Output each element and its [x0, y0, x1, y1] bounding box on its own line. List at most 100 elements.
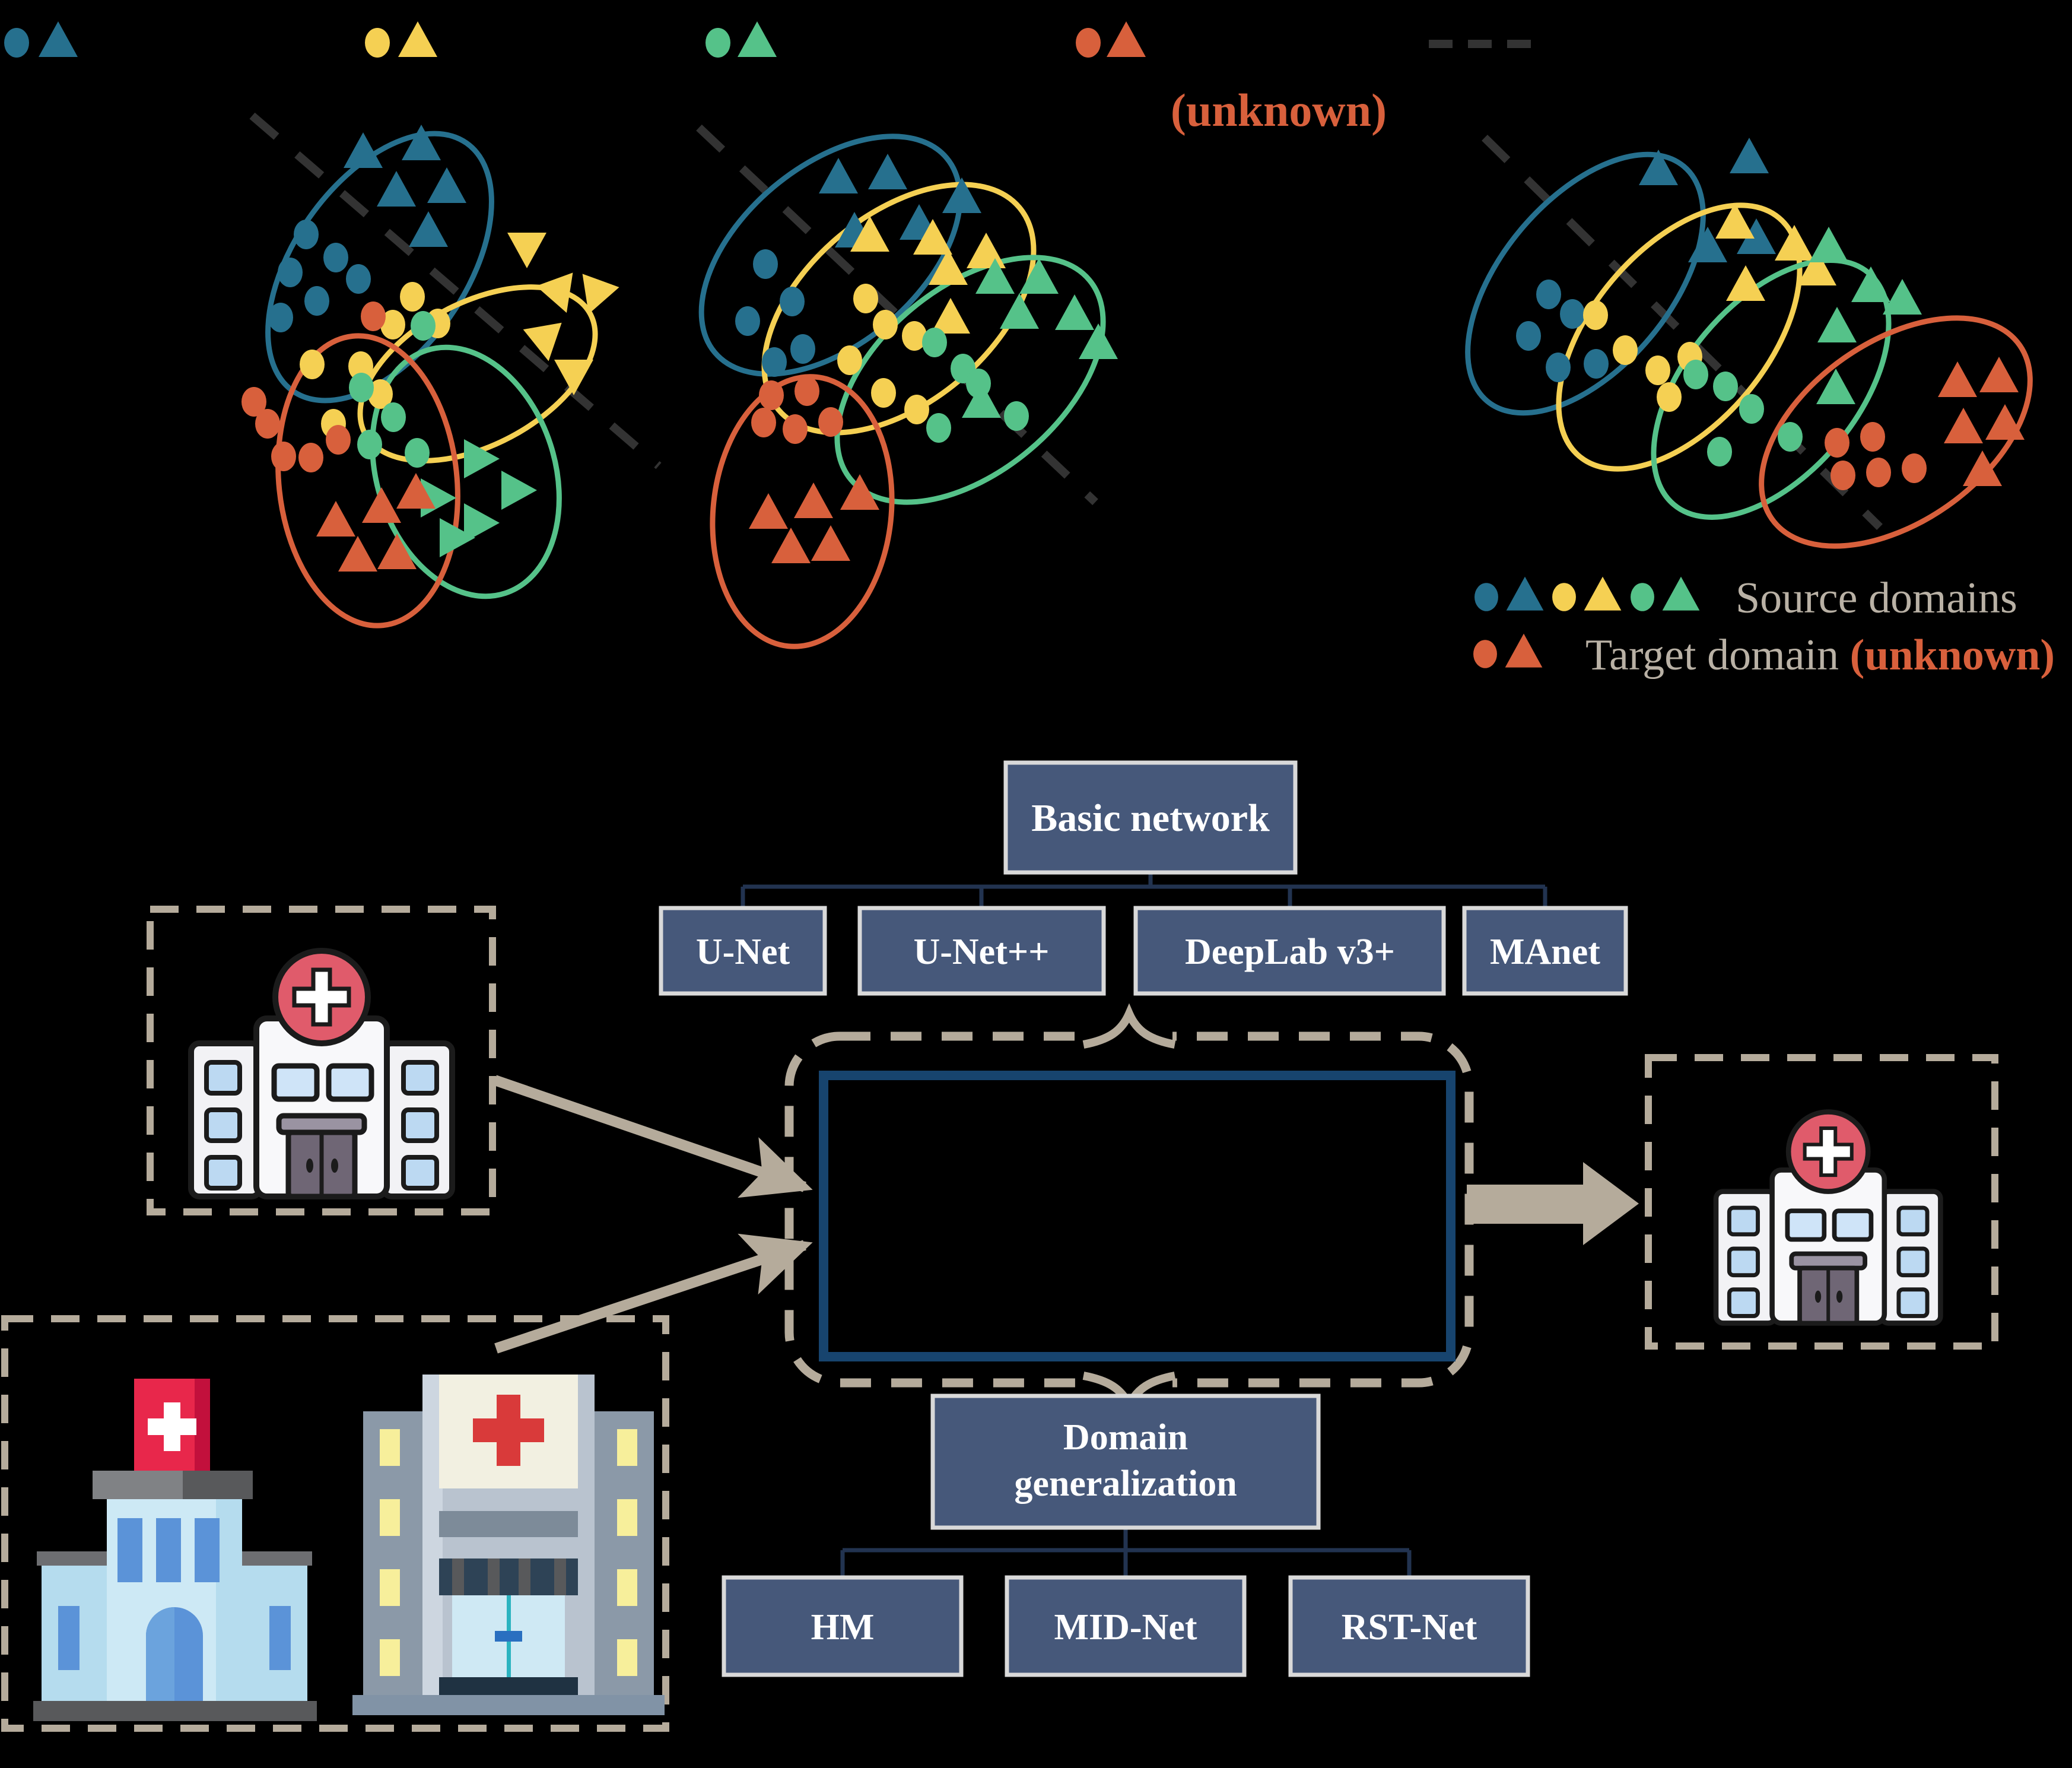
scatter-dot-marker [1004, 401, 1029, 431]
scatter-triangle-marker [967, 233, 1006, 268]
scatter-dot-marker [1613, 335, 1638, 365]
domain-scatter-panels [241, 112, 2033, 649]
scatter-dot-marker [1831, 461, 1855, 490]
legend-target-markers [1473, 633, 1543, 668]
scatter-triangle-marker [794, 483, 833, 518]
scatter-triangle-marker [975, 258, 1015, 294]
scatter-triangle-marker [1797, 250, 1836, 285]
scatter-dot-marker [1584, 349, 1609, 379]
scatter-triangle-marker [850, 216, 889, 252]
scatter-triangle-marker [338, 536, 377, 572]
scatter-triangle-marker [1985, 404, 2025, 440]
domain-cluster-ellipse [1759, 315, 2033, 549]
scatter-triangle-marker [362, 487, 401, 523]
scatter-triangle-marker [962, 382, 1001, 418]
scatter-dot-marker [780, 287, 805, 316]
unetpp-box [857, 906, 1106, 996]
scatter-triangle-marker [1883, 279, 1922, 315]
scatter-dot-marker [853, 284, 878, 313]
mid-net-label: MID-Net [1054, 1607, 1197, 1648]
scatter-dot-marker [871, 378, 896, 408]
scatter-dot-marker [783, 414, 808, 444]
scatter-dot-marker [818, 407, 843, 437]
domain-generalization-box [930, 1394, 1321, 1530]
scatter-dot-marker [1866, 458, 1891, 487]
scatter-triangle-marker [507, 233, 546, 268]
scatter-dot-marker [922, 328, 947, 357]
scatter-triangle-marker [1079, 323, 1118, 359]
scatter-dot-marker [326, 425, 351, 455]
scatter-triangle-marker [554, 360, 593, 395]
source-input-arrows [493, 1075, 813, 1354]
panel-a-scatter [241, 112, 662, 629]
scatter-dot-marker [1560, 299, 1585, 329]
scatter-dot-marker [381, 402, 406, 432]
brace-top [1082, 1003, 1176, 1049]
scatter-dot-marker [926, 413, 951, 443]
scatter-triangle-marker [344, 132, 383, 168]
scatter-triangle-marker [1979, 357, 2019, 392]
rst-net-box [1288, 1575, 1530, 1677]
flowchart-boxes: Basic network U-Net U-Net++ DeepLab v3+ … [659, 760, 1628, 1677]
scatter-dot-marker [300, 350, 325, 379]
scatter-dot-marker [751, 408, 776, 437]
scatter-dot-marker [735, 306, 760, 336]
scatter-dot-marker [357, 430, 382, 459]
scatter-dot-marker [1552, 583, 1576, 611]
scatter-dot-marker [368, 379, 393, 409]
scatter-dot-marker [298, 443, 323, 472]
scatter-triangle-marker [1726, 265, 1765, 301]
scatter-triangle-marker [738, 21, 777, 57]
scatter-dot-marker [255, 409, 280, 439]
hospital-icon-source-1 [191, 951, 452, 1196]
scatter-triangle-marker [942, 177, 981, 213]
scatter-dot-marker [795, 376, 819, 406]
scatter-dot-marker [759, 380, 784, 410]
scatter-dot-marker [1707, 437, 1732, 466]
domain-cluster-ellipse [710, 374, 895, 649]
target-hospital-box [1645, 1054, 1998, 1350]
scatter-triangle-marker [1816, 369, 1855, 404]
scatter-triangle-marker [1505, 633, 1543, 668]
scatter-triangle-marker [1055, 294, 1094, 330]
scatter-dot-marker [294, 220, 319, 249]
legend-target-unknown: (unknown) [1850, 631, 2055, 680]
deeplab-label: DeepLab v3+ [1185, 932, 1395, 972]
hospital-icon-source-2 [33, 1379, 317, 1721]
scatter-triangle-marker [1737, 218, 1776, 254]
scatter-dot-marker [1631, 583, 1654, 611]
scatter-dot-marker [278, 258, 303, 287]
scatter-dot-marker [904, 395, 929, 424]
scatter-dot-marker [1645, 355, 1670, 385]
scatter-dot-marker [706, 28, 730, 58]
domain-generalization-connectors [840, 1528, 1412, 1577]
scatter-triangle-marker [464, 503, 500, 542]
scatter-dot-marker [380, 310, 405, 339]
domain-cluster-ellipse [275, 333, 460, 629]
scatter-dot-marker [762, 347, 787, 377]
unet-box [659, 906, 827, 996]
unet-label: U-Net [696, 932, 790, 972]
scatter-dot-marker [400, 282, 425, 312]
scatter-triangle-marker [464, 439, 500, 478]
scatter-triangle-marker [931, 298, 970, 334]
decision-boundary-dashed-line [249, 112, 662, 469]
scatter-dot-marker [1474, 583, 1498, 611]
scatter-dot-marker [271, 442, 296, 471]
scatter-triangle-marker [398, 21, 437, 57]
source-hospital-box-2 [1, 1315, 669, 1732]
hospital-icon-source-3 [352, 1375, 665, 1715]
scatter-dot-marker [1473, 640, 1497, 668]
scatter-dot-marker [304, 286, 329, 316]
scatter-dot-marker [365, 28, 390, 58]
scatter-dot-marker [4, 28, 29, 58]
scatter-triangle-marker [377, 171, 416, 207]
legend-top-unknown-label: (unknown) [1171, 84, 1387, 136]
scatter-dot-marker [349, 373, 374, 402]
hm-box [722, 1575, 964, 1677]
scatter-triangle-marker [377, 534, 417, 569]
scatter-triangle-marker [929, 249, 968, 285]
scatter-dot-marker [268, 303, 293, 332]
